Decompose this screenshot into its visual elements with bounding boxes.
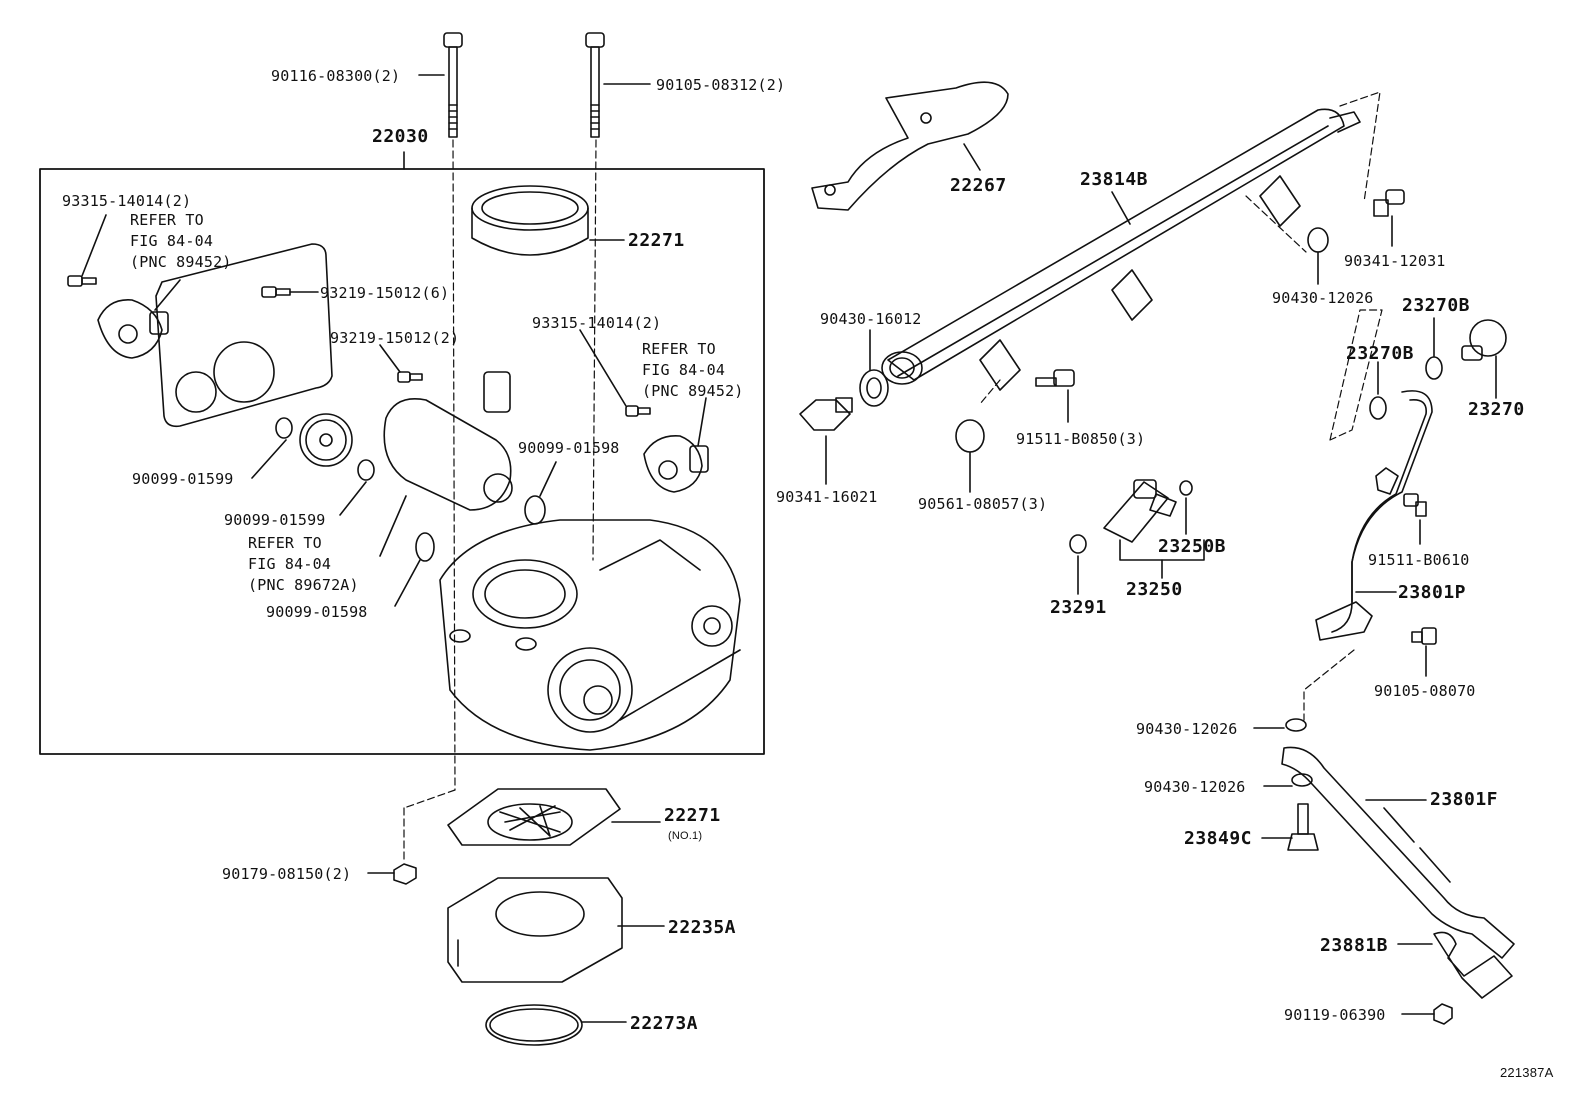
gasket-90430-12026-a (1307, 227, 1329, 253)
bracket-22267 (811, 81, 1009, 211)
label-gasket-90430-16012: 90430-16012 (820, 310, 922, 328)
label-bolt-left: 90116-08300(2) (271, 67, 401, 85)
label-refer-tl-1: REFER TO (130, 211, 204, 229)
label-bolt-91511-b0850: 91511-B0850(3) (1016, 430, 1146, 448)
gasket-90430-12026-c (1291, 773, 1313, 787)
bolt-91511-b0610 (1403, 493, 1427, 517)
gear (299, 413, 353, 467)
label-oring-23270b-b: 23270B (1346, 343, 1415, 364)
oring-23270b-a (1425, 356, 1443, 380)
oring-90099-01598-c (524, 495, 546, 525)
label-bolt-90341-12031: 90341-12031 (1344, 252, 1446, 270)
label-oring-d: 90099-01598 (266, 603, 368, 621)
label-gasket-90430-12026-b: 90430-12026 (1136, 720, 1238, 738)
label-oring-c: 90099-01598 (518, 439, 620, 457)
oring-90099-01599-b (357, 459, 375, 481)
label-gasket-top: 22271 (628, 230, 685, 251)
label-refer-m-3: (PNC 89672A) (248, 576, 359, 594)
label-bolt-90119-06390: 90119-06390 (1284, 1006, 1386, 1024)
gasket-90430-12026-b (1285, 718, 1307, 732)
label-assembly-22030: 22030 (372, 126, 429, 147)
nut-90179 (393, 863, 417, 885)
fuel-rail-23814b (881, 108, 1361, 391)
label-clamp-23881b: 23881B (1320, 935, 1389, 956)
label-grommet: 90561-08057(3) (918, 495, 1048, 513)
label-union-23849c: 23849C (1184, 828, 1253, 849)
insulator-23291 (1069, 534, 1087, 554)
label-oring-23270b-a: 23270B (1402, 295, 1471, 316)
label-oring-a: 90099-01599 (132, 470, 234, 488)
fuel-pipe-23801p (1315, 390, 1433, 641)
label-damper: 23270 (1468, 399, 1525, 420)
label-injector: 23250 (1126, 579, 1183, 600)
insulator-23250b (1179, 480, 1193, 496)
label-plug: 90341-16021 (776, 488, 878, 506)
screw-tl (67, 275, 97, 287)
label-screw-tr: 93315-14014(2) (532, 314, 662, 332)
screw-6 (261, 286, 291, 298)
gasket-22271-no1 (447, 788, 621, 846)
label-refer-tr-2: FIG 84-04 (642, 361, 726, 379)
oring-90099-01599-a (275, 417, 293, 439)
label-refer-m-2: FIG 84-04 (248, 555, 332, 573)
sensor-tr (643, 435, 709, 493)
assembly-box (39, 168, 765, 755)
label-gasket-no1-note: (NO.1) (668, 830, 703, 842)
label-bracket: 22267 (950, 175, 1007, 196)
label-spacer: 22235A (668, 917, 737, 938)
label-screw-2: 93219-15012(2) (330, 329, 460, 347)
throttle-body (439, 519, 741, 751)
bolt-90119-06390 (1433, 1003, 1453, 1025)
label-refer-m-1: REFER TO (248, 534, 322, 552)
label-nut: 90179-08150(2) (222, 865, 352, 883)
label-screw-tl: 93315-14014(2) (62, 192, 192, 210)
oring-23270b-b (1369, 396, 1387, 420)
gasket-22271-top (471, 185, 589, 256)
label-ring: 22273A (630, 1013, 699, 1034)
label-oring-b: 90099-01599 (224, 511, 326, 529)
cover-plate (155, 243, 333, 428)
spacer-22235a (447, 877, 623, 983)
label-bolt-right: 90105-08312(2) (656, 76, 786, 94)
idle-control-valve (383, 371, 513, 511)
label-refer-tr-1: REFER TO (642, 340, 716, 358)
gasket-90430-16012 (859, 369, 889, 407)
plug-90341-16021 (799, 397, 853, 431)
label-refer-tl-2: FIG 84-04 (130, 232, 214, 250)
label-hose-23801f: 23801F (1430, 789, 1499, 810)
grommet-90561 (955, 419, 985, 453)
label-screw-6: 93219-15012(6) (320, 284, 450, 302)
damper-23270 (1461, 319, 1507, 361)
screw-2 (397, 371, 423, 383)
label-insulator-23291: 23291 (1050, 597, 1107, 618)
injector-23250 (1103, 479, 1177, 543)
label-refer-tr-3: (PNC 89452) (642, 382, 744, 400)
bolt-90105-08070 (1411, 627, 1437, 645)
bolt-left (443, 32, 463, 138)
screw-tr (625, 405, 651, 417)
union-23849c (1287, 803, 1319, 851)
hose-23801f (1281, 746, 1515, 959)
label-gasket-no1: 22271 (664, 805, 721, 826)
label-gasket-90430-12026-a: 90430-12026 (1272, 289, 1374, 307)
ring-22273a (485, 1004, 583, 1046)
label-refer-tl-3: (PNC 89452) (130, 253, 232, 271)
figure-id: 221387A (1500, 1065, 1554, 1080)
label-bolt-91511-b0610: 91511-B0610 (1368, 551, 1470, 569)
label-rail: 23814B (1080, 169, 1149, 190)
label-bolt-90105-08070: 90105-08070 (1374, 682, 1476, 700)
label-insulator-23250b: 23250B (1158, 536, 1227, 557)
bolt-right (585, 32, 605, 138)
label-pipe-23801p: 23801P (1398, 582, 1467, 603)
clamp-23881b (1433, 931, 1513, 999)
bolt-91511-b0850 (1035, 369, 1075, 387)
label-gasket-90430-12026-c: 90430-12026 (1144, 778, 1246, 796)
oring-90099-01598-d (415, 532, 435, 562)
bolt-90341-12031 (1373, 189, 1405, 217)
